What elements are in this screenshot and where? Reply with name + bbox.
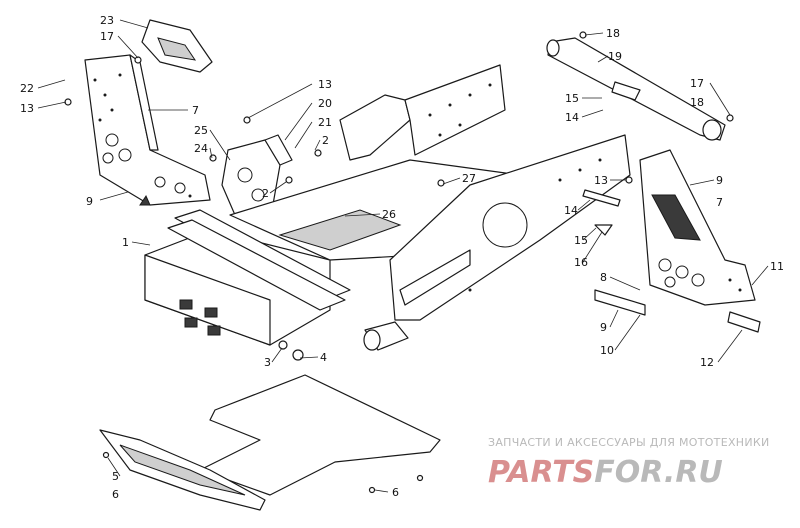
- callout-5: 5: [112, 470, 119, 483]
- callout-22: 22: [20, 82, 34, 95]
- callout-16: 16: [574, 256, 588, 269]
- callout-13: 13: [20, 102, 34, 115]
- callout-18: 18: [690, 96, 704, 109]
- callout-7: 7: [716, 196, 723, 209]
- right-support-bracket: [639, 149, 756, 306]
- watermark: ЗАПЧАСТИ И АКСЕССУАРЫ ДЛЯ МОТОТЕХНИКИ PA…: [488, 436, 770, 490]
- callout-9: 9: [716, 174, 723, 187]
- watermark-logo: PARTSFOR.RU: [488, 455, 723, 490]
- callout-14: 14: [565, 111, 579, 124]
- watermark-tagline: ЗАПЧАСТИ И АКСЕССУАРЫ ДЛЯ МОТОТЕХНИКИ: [488, 436, 770, 449]
- callout-13: 13: [594, 174, 608, 187]
- main-chassis: [144, 64, 631, 351]
- callout-8: 8: [600, 271, 607, 284]
- callout-10: 10: [600, 344, 614, 357]
- steering-shaft: [546, 37, 726, 141]
- callout-17: 17: [100, 30, 114, 43]
- callout-3: 3: [264, 356, 271, 369]
- callout-19: 19: [608, 50, 622, 63]
- callout-27: 27: [462, 172, 476, 185]
- callout-14: 14: [564, 204, 578, 217]
- bracket-16: [594, 224, 613, 236]
- callout-17: 17: [690, 77, 704, 90]
- callout-24: 24: [194, 142, 208, 155]
- callout-7: 7: [192, 104, 199, 117]
- callout-6: 6: [112, 488, 119, 501]
- callout-2: 2: [322, 134, 329, 147]
- callout-18: 18: [606, 27, 620, 40]
- bracket-12: [727, 311, 761, 333]
- callout-6: 6: [392, 486, 399, 499]
- callout-21: 21: [318, 116, 332, 129]
- callout-4: 4: [320, 351, 327, 364]
- callout-20: 20: [318, 97, 332, 110]
- bracket-10: [594, 289, 646, 316]
- watermark-logo-right: FOR.RU: [594, 455, 723, 490]
- bracket-14: [582, 189, 621, 207]
- callout-23: 23: [100, 14, 114, 27]
- left-support-bracket: [84, 54, 211, 206]
- hardware: [64, 31, 734, 494]
- upper-left-bracket: [141, 19, 213, 73]
- callout-11: 11: [770, 260, 784, 273]
- callout-labels: 23 17 22 13 7 9 13 20 21 2 25 24 2 27 26…: [20, 14, 784, 501]
- leader-lines: [37, 19, 769, 493]
- callout-15: 15: [574, 234, 588, 247]
- callout-9: 9: [86, 195, 93, 208]
- callout-15: 15: [565, 92, 579, 105]
- callout-12: 12: [700, 356, 714, 369]
- watermark-logo-left: PARTS: [488, 455, 594, 490]
- callout-26: 26: [382, 208, 396, 221]
- callout-25: 25: [194, 124, 208, 137]
- belly-pan: [99, 374, 441, 511]
- callout-9: 9: [600, 321, 607, 334]
- callout-13: 13: [318, 78, 332, 91]
- callout-2: 2: [262, 187, 269, 200]
- callout-1: 1: [122, 236, 129, 249]
